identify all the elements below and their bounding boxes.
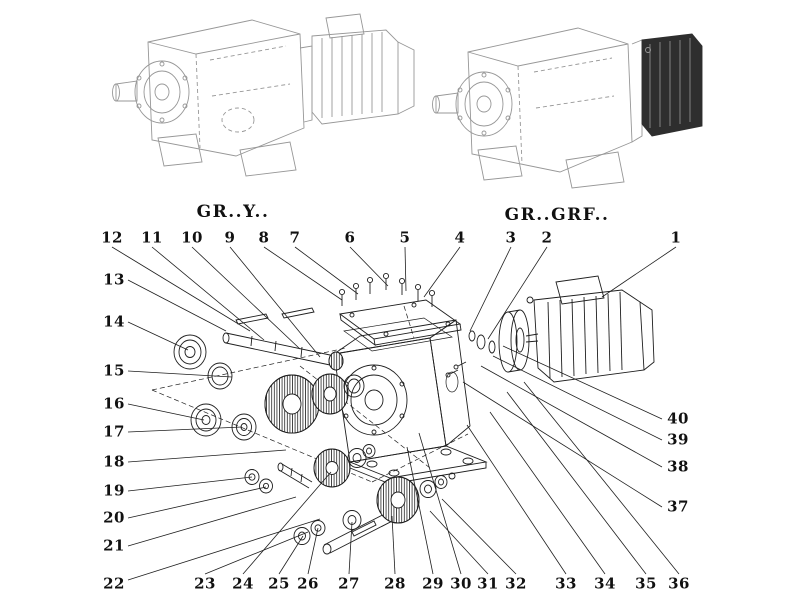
callout-part-32: 32 (504, 574, 528, 593)
callout-part-14: 14 (102, 312, 126, 331)
callout-part-36: 36 (667, 574, 691, 593)
intermediate-gear-parts (190, 373, 365, 441)
callout-part-17: 17 (102, 422, 126, 441)
callout-part-19: 19 (102, 481, 126, 500)
callout-part-35: 35 (634, 574, 658, 593)
callout-part-30: 30 (449, 574, 473, 593)
leader-lines (111, 246, 680, 581)
callout-part-31: 31 (476, 574, 500, 593)
variant-label-gr-grf: GR..GRF.. (504, 205, 610, 225)
callout-part-18: 18 (102, 452, 126, 471)
callout-part-12: 12 (100, 228, 124, 247)
callout-part-2: 2 (540, 228, 554, 247)
callout-part-24: 24 (231, 574, 255, 593)
callout-part-10: 10 (180, 228, 204, 247)
dark-fin-cover (641, 33, 703, 137)
callout-part-4: 4 (453, 228, 467, 247)
gearmotor-sketch (112, 13, 415, 177)
callout-part-40: 40 (666, 409, 690, 428)
callout-part-13: 13 (102, 270, 126, 289)
input-shaft-parts (173, 307, 344, 390)
callout-part-38: 38 (666, 457, 690, 476)
callout-part-26: 26 (296, 574, 320, 593)
inspection-cover (338, 299, 462, 352)
callout-part-23: 23 (193, 574, 217, 593)
callout-part-15: 15 (102, 361, 126, 380)
reducer-sketch (432, 27, 703, 189)
callout-part-9: 9 (223, 228, 237, 247)
callout-part-39: 39 (666, 430, 690, 449)
gear-housing (333, 319, 488, 485)
callout-part-33: 33 (554, 574, 578, 593)
callout-part-8: 8 (257, 228, 271, 247)
callout-part-28: 28 (383, 574, 407, 593)
variant-label-gr-y: GR..Y.. (196, 202, 270, 222)
exploded-view (151, 272, 655, 555)
callout-part-27: 27 (337, 574, 361, 593)
callout-part-20: 20 (102, 508, 126, 527)
callout-part-7: 7 (288, 228, 302, 247)
output-shaft-parts (293, 472, 456, 555)
callout-part-25: 25 (267, 574, 291, 593)
callout-part-16: 16 (102, 394, 126, 413)
motor-assembly (445, 275, 655, 383)
callout-part-22: 22 (102, 574, 126, 593)
cover-bolts (338, 272, 436, 307)
callout-part-29: 29 (421, 574, 445, 593)
callout-part-5: 5 (398, 228, 412, 247)
callout-part-1: 1 (669, 228, 683, 247)
callout-part-34: 34 (593, 574, 617, 593)
callout-part-3: 3 (504, 228, 518, 247)
callout-part-6: 6 (343, 228, 357, 247)
pinion-parts (244, 444, 376, 494)
callout-part-21: 21 (102, 536, 126, 555)
callout-part-37: 37 (666, 497, 690, 516)
callout-part-11: 11 (140, 228, 164, 247)
